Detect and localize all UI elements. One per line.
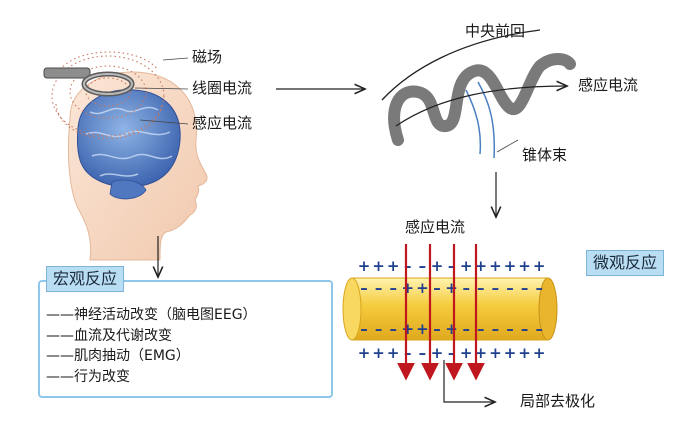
charge-outer-top-11: +: [518, 257, 531, 275]
charge-inner-bottom-8: –: [477, 320, 485, 338]
charge-outer-bottom-9: +: [489, 344, 502, 362]
charge-outer-top-3: –: [404, 257, 412, 275]
charge-outer-bottom-6: –: [448, 344, 456, 362]
charge-inner-bottom-2: –: [389, 320, 397, 338]
charge-outer-bottom-8: +: [475, 344, 488, 362]
head-illustration: [43, 51, 208, 261]
charge-outer-top-7: +: [460, 257, 473, 275]
charge-outer-bottom-4: –: [419, 344, 427, 362]
charge-inner-bottom-9: –: [492, 320, 500, 338]
axon-body: [352, 278, 548, 340]
axon-induced-current-label: 感应电流: [405, 218, 466, 236]
charge-outer-top-1: +: [372, 257, 385, 275]
depolarization-arrow: [443, 360, 494, 402]
charge-outer-bottom-7: +: [460, 344, 473, 362]
axon-illustration: [342, 277, 558, 341]
charge-inner-top-11: –: [521, 279, 529, 297]
cortex-illustration: [381, 29, 576, 159]
charge-inner-bottom-10: –: [506, 320, 514, 338]
charge-outer-top-10: +: [504, 257, 517, 275]
charge-inner-bottom-11: –: [521, 320, 529, 338]
precentral-arc: [381, 29, 541, 101]
charge-inner-bottom-6: +: [445, 320, 458, 338]
charge-outer-top-12: +: [533, 257, 546, 275]
charge-outer-bottom-3: –: [404, 344, 412, 362]
induced-current-arrow: [395, 86, 566, 127]
charge-outer-top-2: +: [387, 257, 400, 275]
precentral-gyrus-label: 中央前回: [465, 22, 526, 40]
charge-outer-bottom-5: +: [431, 344, 444, 362]
charge-inner-top-5: –: [433, 279, 441, 297]
charge-inner-top-7: –: [462, 279, 470, 297]
head-induced-current-label: 感应电流: [192, 114, 253, 132]
charge-inner-bottom-1: –: [375, 320, 383, 338]
charge-inner-bottom-7: –: [462, 320, 470, 338]
charge-inner-bottom-0: –: [360, 320, 368, 338]
coil-handle: [43, 67, 91, 79]
charge-outer-bottom-2: +: [387, 344, 400, 362]
macro-item-eeg: ——神经活动改变（脑电图EEG）: [46, 307, 257, 323]
gyrus-fold: [388, 53, 576, 146]
macro-response-box: [38, 280, 333, 398]
charge-outer-top-5: +: [431, 257, 444, 275]
magnetic-field-leader: [162, 57, 189, 61]
charge-outer-top-8: +: [475, 257, 488, 275]
charge-inner-bottom-12: –: [535, 320, 543, 338]
coil-current-label: 线圈电流: [192, 79, 253, 97]
macro-item-behavior: ——行为改变: [46, 368, 130, 385]
pyramidal-tract-leader: [496, 139, 519, 153]
macro-item-emg: ——肌肉抽动（EMG）: [46, 348, 190, 364]
charge-outer-top-6: –: [448, 257, 456, 275]
induced-current-leader: [139, 119, 189, 125]
charge-outer-bottom-1: +: [372, 344, 385, 362]
charge-inner-bottom-4: +: [416, 320, 429, 338]
charge-inner-top-10: –: [506, 279, 514, 297]
pyramidal-tract-label: 锥体束: [522, 146, 568, 164]
magnetic-field-label: 磁场: [192, 48, 223, 66]
charge-inner-bottom-5: –: [433, 320, 441, 338]
cortex-induced-current-label: 感应电流: [578, 76, 639, 94]
pyramidal-fiber-1: [477, 81, 496, 159]
pyramidal-fiber-2: [465, 89, 482, 155]
charge-outer-top-9: +: [489, 257, 502, 275]
macro-response-tag: 宏观反应: [46, 266, 125, 292]
brain-shape: [76, 89, 181, 188]
charge-inner-top-0: –: [360, 279, 368, 297]
charge-inner-top-1: –: [375, 279, 383, 297]
charge-inner-top-9: –: [492, 279, 500, 297]
macro-response-list: ——神经活动改变（脑电图EEG） ——血流及代谢改变 ——肌肉抽动（EMG） —…: [46, 305, 257, 387]
coil-current-leader: [134, 87, 189, 90]
charge-inner-top-6: +: [445, 279, 458, 297]
charge-inner-top-8: –: [477, 279, 485, 297]
local-depolarization-label: 局部去极化: [520, 392, 596, 410]
cerebellum-shape: [109, 179, 147, 200]
macro-item-blood-flow: ——血流及代谢改变: [46, 327, 172, 344]
charge-outer-bottom-0: +: [358, 344, 371, 362]
charge-outer-top-4: –: [419, 257, 427, 275]
charge-inner-top-2: –: [389, 279, 397, 297]
charge-outer-bottom-11: +: [518, 344, 531, 362]
charge-inner-bottom-3: +: [402, 320, 415, 338]
charge-outer-bottom-10: +: [504, 344, 517, 362]
micro-response-tag: 微观反应: [586, 250, 665, 276]
current-arrows: [397, 244, 485, 381]
charge-inner-top-4: +: [416, 279, 429, 297]
charge-inner-top-12: –: [535, 279, 543, 297]
charge-inner-top-3: +: [402, 279, 415, 297]
charge-markers: +++––+–++++++–––++–+–––––––––++–+––––––+…: [358, 257, 546, 362]
charge-outer-top-0: +: [358, 257, 371, 275]
charge-outer-bottom-12: +: [533, 344, 546, 362]
